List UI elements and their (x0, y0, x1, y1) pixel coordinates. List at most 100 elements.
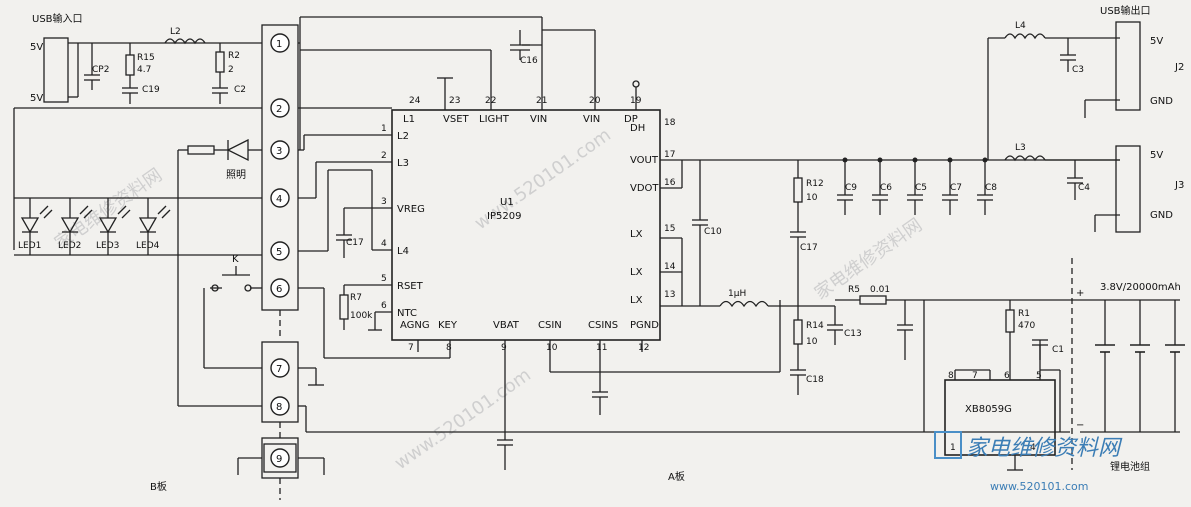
logo-text: 家电维修资料网 (966, 436, 1123, 461)
ic-ref: U1 (500, 197, 514, 208)
ic-pin-number: 14 (664, 262, 676, 272)
ic-pin-number: 18 (664, 118, 676, 128)
label-r15v: 4.7 (137, 65, 151, 75)
label-c17b: C17 (800, 243, 818, 253)
ic-pin-number: 1 (381, 124, 387, 134)
label-r7v: 100k (350, 311, 373, 321)
ic-pin-number: 2 (381, 151, 387, 161)
label-c4: C4 (1078, 183, 1090, 193)
connector-pin-number: 1 (276, 39, 282, 50)
capacitor-c5 (907, 157, 923, 215)
ic-pin-number: 12 (638, 343, 649, 353)
label-c16: C16 (520, 56, 538, 66)
label-cp2: CP2 (92, 65, 109, 75)
led-label: LED4 (136, 241, 160, 251)
ic-pin-number: 15 (664, 224, 675, 234)
label-c6: C6 (880, 183, 892, 193)
ic-pin-number: 13 (664, 290, 675, 300)
label-c1: C1 (1052, 345, 1064, 355)
led-3: LED3 (96, 198, 131, 255)
connector-pin-3: 3 (270, 140, 290, 160)
watermark-4: www.520101.com (391, 364, 535, 474)
ic-pin-name: VBAT (493, 320, 520, 331)
connector-pin-number: 4 (276, 194, 282, 205)
j3-label: J3 (1174, 180, 1184, 191)
ic-pin-name: NTC (397, 308, 417, 319)
connector-pin-number: 3 (276, 146, 282, 157)
ic-pin-name: L4 (397, 246, 409, 257)
led-label: LED1 (18, 241, 41, 251)
watermarks: 家电维修资料网 www.520101.com 家电维修资料网 www.52010… (51, 124, 926, 474)
ic-pin-name: DH (630, 123, 645, 134)
label-r15: R15 (137, 53, 155, 63)
ic-pin-name: VDOT (630, 183, 659, 194)
light-label: 照明 (226, 169, 246, 181)
ic-pin-name: LIGHT (479, 114, 510, 125)
ic-pin-name: VREG (397, 204, 425, 215)
ic-pin-1: 1L2 (381, 124, 409, 142)
led-label: LED2 (58, 241, 81, 251)
capacitor-c7 (942, 157, 958, 215)
label-c19: C19 (142, 85, 160, 95)
j2-pin-5v: 5V (1150, 36, 1163, 47)
j2-label: J2 (1174, 62, 1184, 73)
ic-pin-name: VSET (443, 114, 470, 125)
ic-pin-number: 11 (596, 343, 607, 353)
label-c3: C3 (1072, 65, 1084, 75)
ic-pin-number: 6 (381, 301, 387, 311)
board-a-label: A板 (668, 470, 685, 483)
led-label: LED3 (96, 241, 119, 251)
ic-pin-name: L1 (403, 114, 415, 125)
ic-pin-name: DP (624, 114, 638, 125)
capacitor-c6 (872, 157, 888, 215)
capacitor-c8 (977, 157, 993, 215)
ic-pin-name: LX (630, 229, 643, 240)
xb8059g-pin-7: 7 (972, 371, 978, 381)
usb-out-label: USB输出口 (1100, 4, 1151, 17)
connector-pin-number: 9 (276, 454, 282, 465)
ic-pin-name: KEY (438, 320, 458, 331)
ic-pin-name: L2 (397, 131, 409, 142)
j2-pin-gnd: GND (1150, 96, 1173, 107)
label-lmain: 1μH (728, 289, 746, 299)
connector-pin-number: 8 (276, 402, 282, 413)
connector-pin-4: 4 (270, 188, 290, 208)
labels: USB输入口 5V 5V USB输出口 5V GND 5V GND J2 J3 … (30, 4, 1184, 493)
connector-pin-2: 2 (270, 98, 290, 118)
capacitor-c9 (837, 157, 853, 215)
xb8059g-pin-5: 5 (1036, 371, 1042, 381)
connector-pin-1: 1 (270, 33, 290, 53)
ic-pin-number: 7 (408, 343, 414, 353)
xb8059g-pin-8: 8 (948, 371, 954, 381)
connector-pin-number: 5 (276, 247, 282, 258)
ic-pin-number: 17 (664, 150, 675, 160)
connector-pin-8: 8 (270, 396, 290, 416)
battery-cell-1 (1095, 300, 1115, 432)
label-l3: L3 (1015, 143, 1026, 153)
usb-in-pin-2: 5V (30, 93, 43, 104)
connector-pin-number: 2 (276, 104, 282, 115)
logo-url: www.520101.com (990, 480, 1088, 493)
site-logo: 家电维修资料网 www.520101.com (934, 431, 1123, 493)
ic-pin-number: 4 (381, 239, 387, 249)
label-c5: C5 (915, 183, 927, 193)
ic-pin-number: 24 (409, 96, 421, 106)
label-r2v: 2 (228, 65, 234, 75)
usb-in-label: USB输入口 (32, 12, 83, 25)
label-c9: C9 (845, 183, 857, 193)
label-c8: C8 (985, 183, 997, 193)
battery-cell-2 (1130, 300, 1150, 432)
